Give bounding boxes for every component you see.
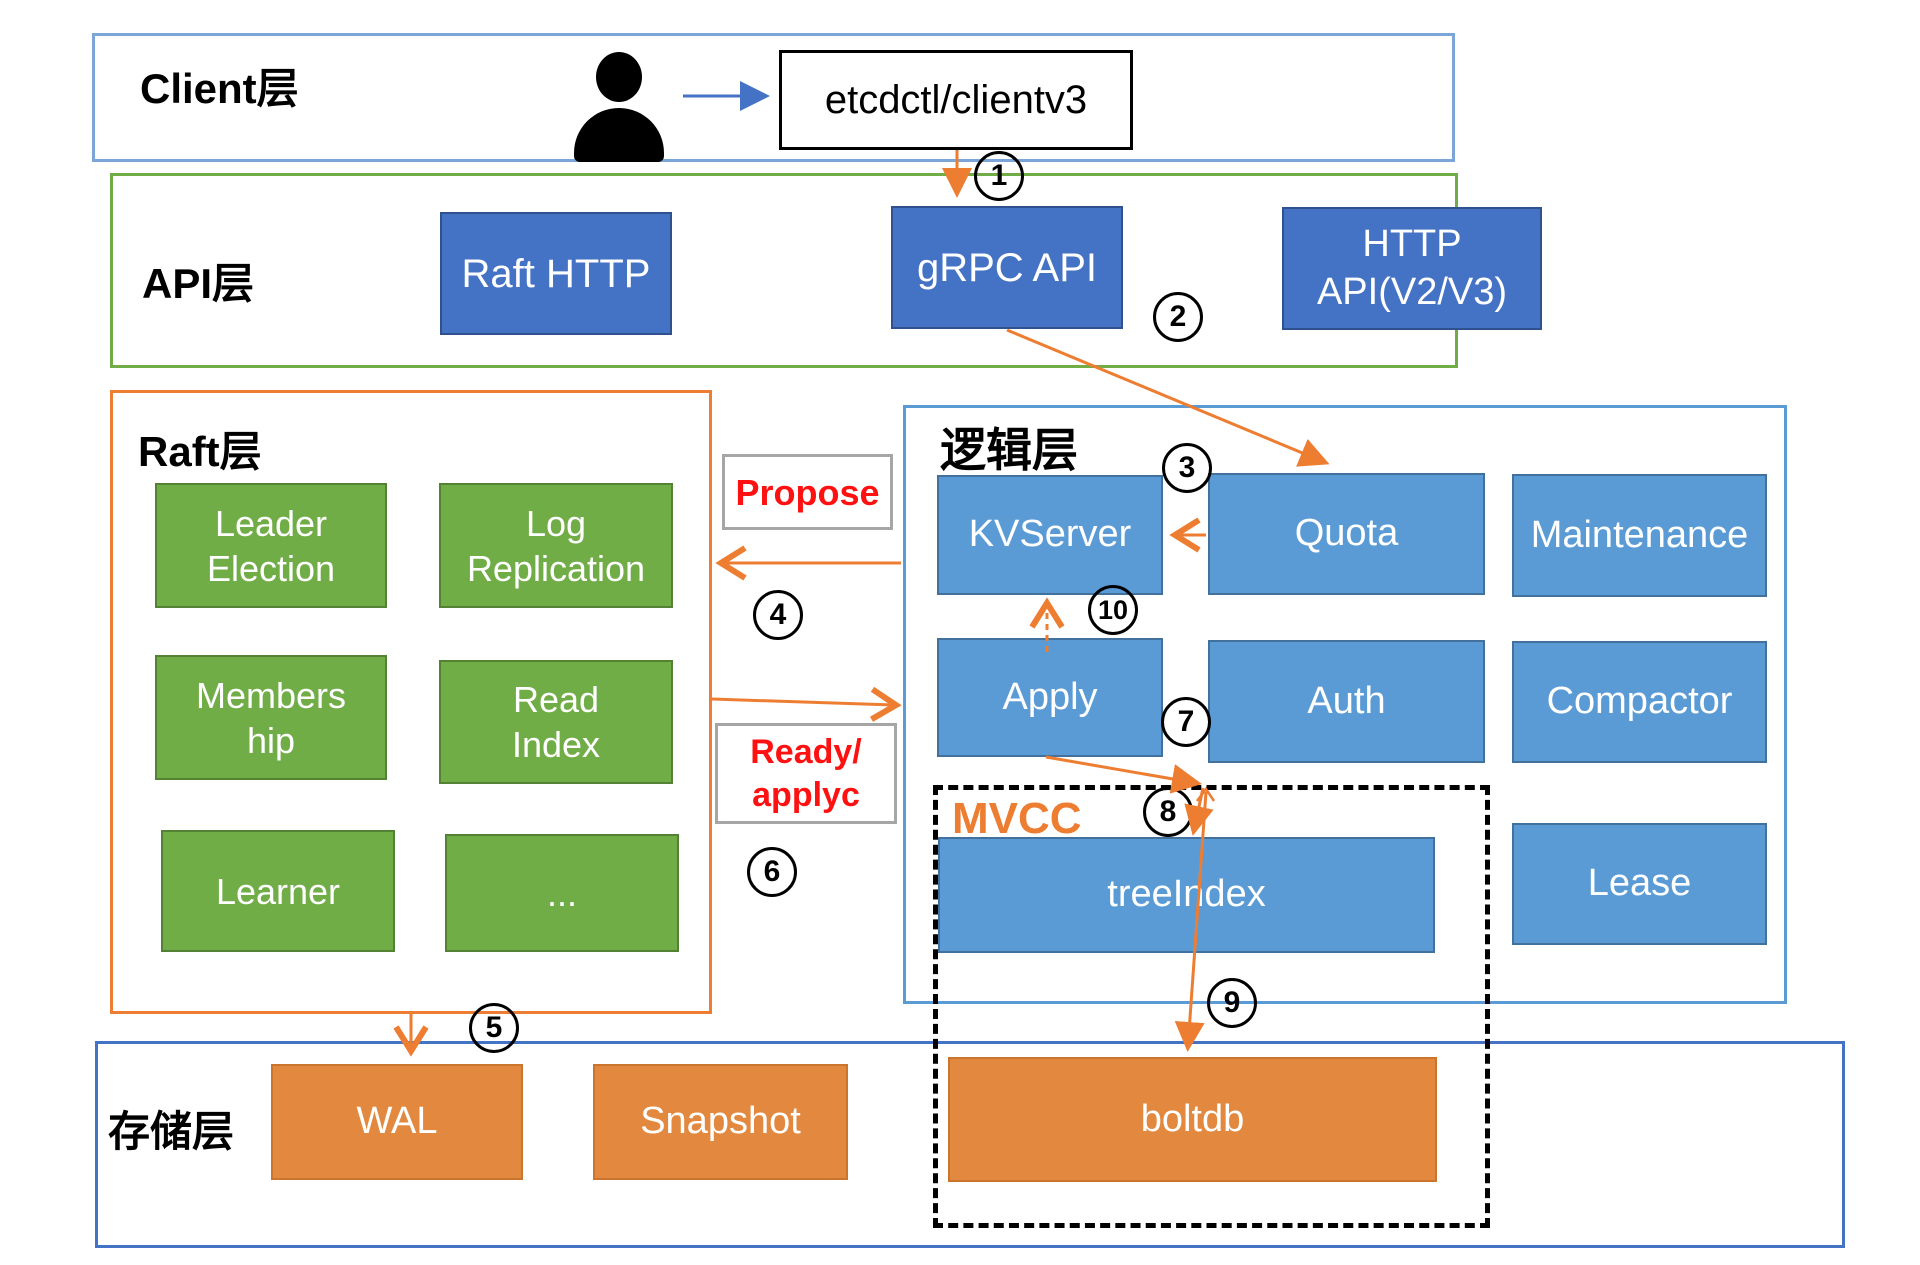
step-9-badge: 9: [1207, 978, 1257, 1028]
grpc-api-box: gRPC API: [891, 206, 1123, 329]
step-1-badge: 1: [974, 151, 1024, 201]
raft-layer-label: Raft层: [138, 428, 262, 475]
logic-layer-box: [903, 405, 1787, 1004]
maintenance-box: Maintenance: [1512, 474, 1767, 597]
raft-layer-box: [110, 390, 712, 1014]
api-layer-box: [110, 173, 1458, 368]
apply-box: Apply: [937, 638, 1163, 757]
log-replication-box: Log Replication: [439, 483, 673, 608]
compactor-box: Compactor: [1512, 641, 1767, 763]
step-5-badge: 5: [469, 1003, 519, 1053]
etcdctl-clientv3-box: etcdctl/clientv3: [779, 50, 1133, 150]
step-10-badge: 10: [1088, 585, 1138, 635]
ready-applyc-label: Ready/ applyc: [715, 723, 897, 824]
logic-layer-label: 逻辑层: [940, 424, 1078, 476]
step-8-badge: 8: [1143, 787, 1193, 837]
read-index-box: Read Index: [439, 660, 673, 784]
membership-box: Members hip: [155, 655, 387, 780]
step-6-badge: 6: [747, 847, 797, 897]
storage-layer-box: [95, 1041, 1845, 1248]
api-layer-label: API层: [142, 260, 255, 307]
kvserver-box: KVServer: [937, 475, 1163, 595]
step-4-badge: 4: [753, 590, 803, 640]
wal-box: WAL: [271, 1064, 523, 1180]
quota-box: Quota: [1208, 473, 1485, 595]
step-2-badge: 2: [1153, 292, 1203, 342]
storage-layer-label: 存储层: [108, 1108, 235, 1155]
propose-label: Propose: [722, 454, 893, 530]
http-api-box: HTTP API(V2/V3): [1282, 207, 1542, 330]
raft-more-box: ...: [445, 834, 679, 952]
step-7-badge: 7: [1161, 697, 1211, 747]
arrow-6-raft-to-apply: [711, 686, 902, 722]
step-3-badge: 3: [1162, 443, 1212, 493]
treeindex-box: treeIndex: [938, 837, 1435, 953]
learner-box: Learner: [161, 830, 395, 952]
auth-box: Auth: [1208, 640, 1485, 763]
leader-election-box: Leader Election: [155, 483, 387, 608]
boltdb-box: boltdb: [948, 1057, 1437, 1182]
client-layer-box: [92, 33, 1455, 162]
client-layer-label: Client层: [140, 65, 299, 112]
lease-box: Lease: [1512, 823, 1767, 945]
raft-http-box: Raft HTTP: [440, 212, 672, 335]
user-icon: [596, 52, 642, 102]
mvcc-label: MVCC: [952, 794, 1082, 843]
snapshot-box: Snapshot: [593, 1064, 848, 1180]
